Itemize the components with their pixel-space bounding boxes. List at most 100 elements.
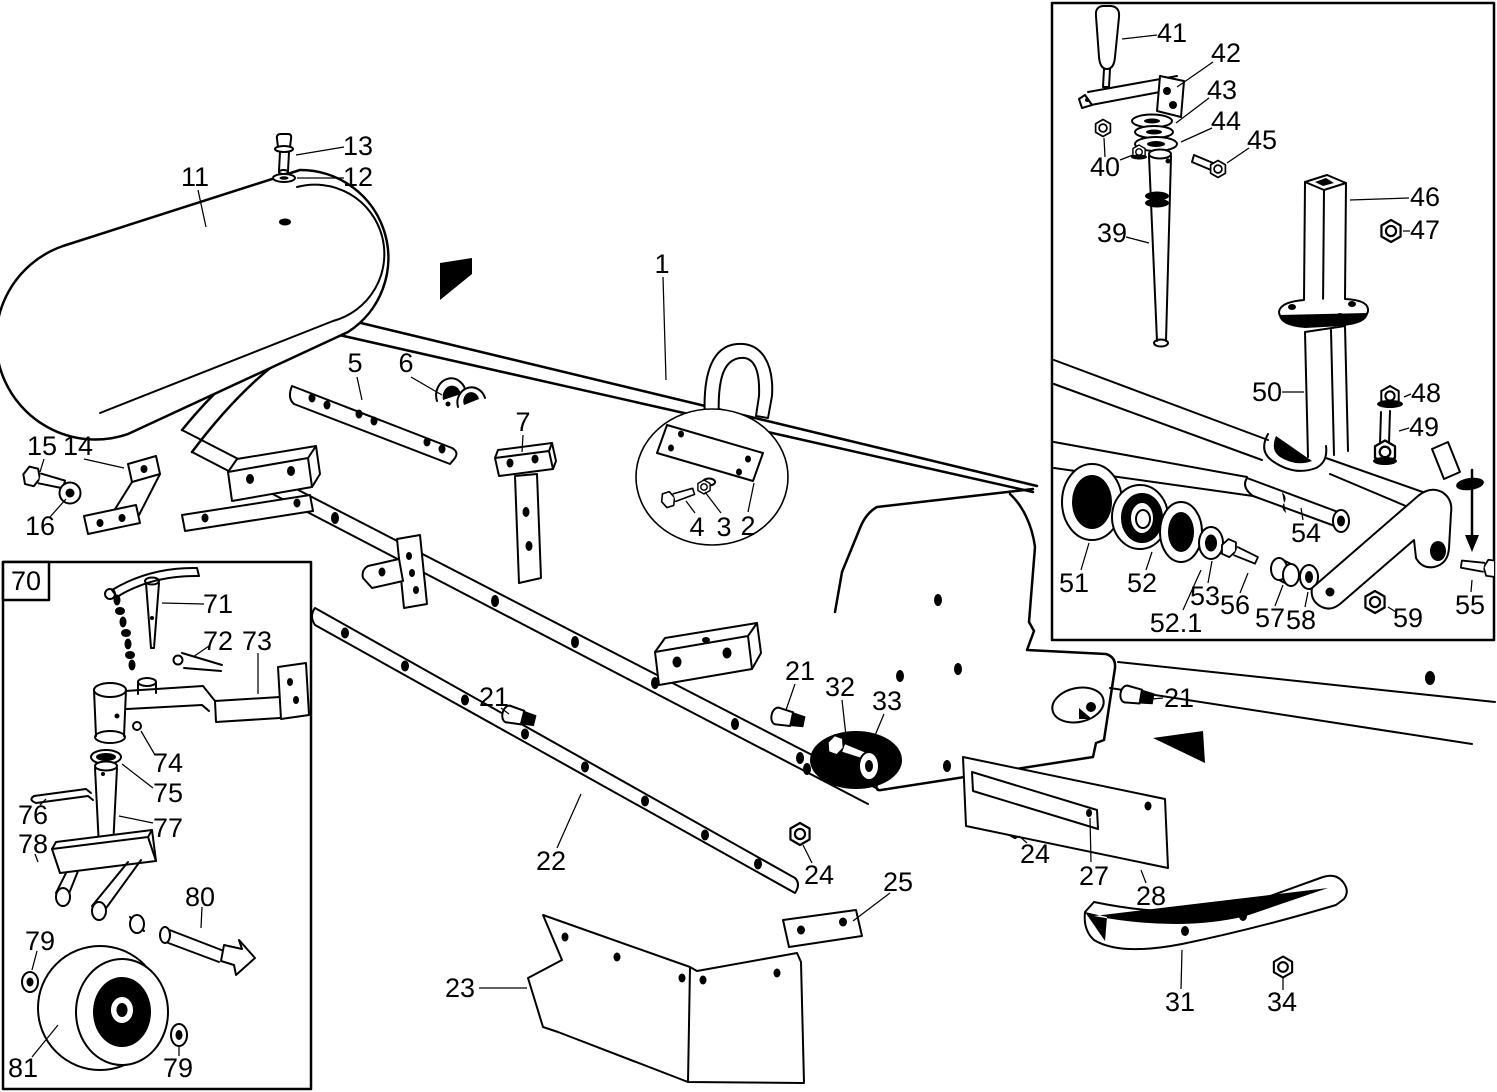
leader-line-21 [500,707,510,715]
part-label-22: 22 [536,846,566,876]
part-label-14: 14 [63,431,93,461]
bracket-lower-t [361,534,428,609]
part-58-washer [1299,564,1319,590]
leader-line-31 [1180,949,1183,990]
body-holes [251,471,962,775]
part-32-33-group [810,731,902,789]
bracket-block-mid [654,622,762,686]
part-21-bolt-right [1118,683,1157,709]
leader-line-22 [556,793,582,849]
part-46-outer-post [1278,174,1370,328]
part-label-16: 16 [25,511,55,541]
part-label-57: 57 [1255,603,1285,633]
leader-line-49 [1398,427,1410,432]
part-label-79: 79 [163,1053,193,1083]
part-13-bolt [274,133,294,175]
leader-line-14 [83,458,125,469]
part-label-50: 50 [1252,377,1282,407]
part-label-81: 81 [8,1053,38,1083]
leader-line-78 [34,853,39,863]
part-54-pin [1244,477,1350,533]
leader-line-76 [39,798,47,806]
caster-fork [51,829,157,934]
caster-inset-corner-box [1,560,51,602]
part-label-12: 12 [343,162,373,192]
part-label-53: 53 [1190,581,1220,611]
part-47-nut [1380,218,1402,244]
lifting-loop [703,342,774,421]
leader-line-13 [295,146,345,156]
part-21-bolt-mid [768,705,808,732]
leader-line-52 [1145,551,1153,571]
part-25-plate [782,909,880,948]
part-label-31: 31 [1165,987,1195,1017]
part-label-76: 76 [18,800,48,830]
support-arm [1310,488,1453,610]
leader-line-24 [1018,835,1028,844]
leader-line-40 [1119,154,1134,161]
part-59-nut [1364,589,1386,615]
main-drawing: 1567111213151416432212121323322232424252… [0,131,1496,1084]
part-53-washer [1198,526,1224,560]
part-24-nut-left [789,821,811,847]
part-57-bushing [1270,557,1300,587]
leader-line-52.1 [1182,569,1202,611]
part-31-skid [1083,874,1348,951]
part-label-21: 21 [1164,683,1194,713]
part-6-clamp [435,377,486,408]
part-5-rail [288,385,458,465]
part-label-3: 3 [716,512,731,542]
part-label-41: 41 [1157,18,1187,48]
part-label-39: 39 [1097,218,1127,248]
part-40-nut [1094,118,1112,138]
part-label-34: 34 [1267,987,1297,1017]
body-oval-hole [1051,686,1105,724]
leader-line-25 [852,892,891,922]
part-12-washer [272,173,296,183]
leader-line-74 [140,730,156,756]
leader-line-1 [662,276,667,381]
part-label-47: 47 [1410,215,1440,245]
leader-line-72 [192,645,210,658]
leader-line-41 [1121,34,1158,40]
part-55-bolt-group [1431,441,1494,579]
part-label-6: 6 [398,348,413,378]
leader-line-51 [1080,542,1090,571]
part-label-48: 48 [1411,378,1441,408]
leader-line-24 [802,844,813,864]
part-label-25: 25 [883,867,913,897]
leader-line-7 [521,434,524,453]
leader-line-21 [785,683,796,711]
part-71-lock-pin [104,566,200,649]
part-label-56: 56 [1220,590,1250,620]
leader-line-32 [841,699,847,737]
leader-line-42 [1176,61,1214,88]
part-label-59: 59 [1393,603,1423,633]
leader-line-39 [1125,236,1150,244]
leader-line-5 [356,376,363,401]
part-label-80: 80 [185,882,215,912]
body-rear-panel [1109,661,1496,745]
leader-line-48 [1403,393,1412,398]
part-11-belt-guard [0,168,390,441]
part-73-swivel-arm [93,662,310,744]
part-label-54: 54 [1291,518,1321,548]
frame-tube [1053,359,1435,513]
part-label-1: 1 [654,249,669,279]
part-27-plate [971,771,1099,830]
leader-line-55 [1470,579,1473,593]
part-label-49: 49 [1409,412,1439,442]
leader-line-27 [1089,817,1092,863]
part-label-11: 11 [181,162,209,192]
part-16-washer [58,481,82,505]
leader-line-46 [1349,197,1410,201]
part-label-5: 5 [347,348,362,378]
part-43-washers [1131,113,1174,139]
part-71-chain [113,594,136,671]
part-label-79: 79 [25,926,55,956]
leader-line-16 [49,498,67,518]
part-50-outer-tube [1263,325,1349,472]
leader-line-53 [1207,560,1213,584]
